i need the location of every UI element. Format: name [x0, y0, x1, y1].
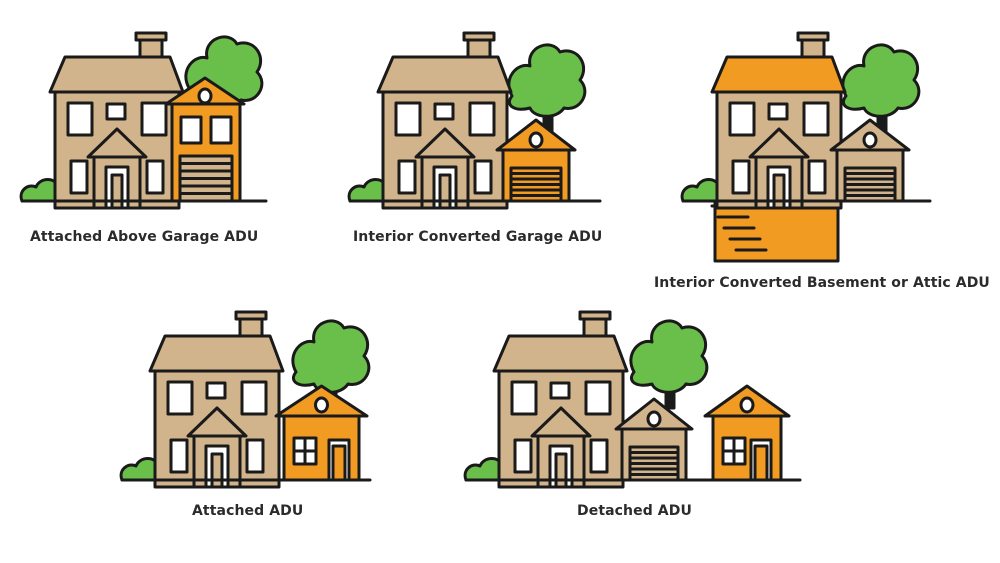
caption-attached-adu: Attached ADU	[192, 503, 304, 519]
front-door	[110, 173, 124, 210]
tree-icon	[507, 43, 587, 134]
window-upper-right	[140, 101, 168, 137]
main-roof	[376, 55, 513, 94]
tree-canopy	[507, 43, 587, 118]
garage	[614, 397, 694, 482]
window-lower-right	[145, 159, 165, 195]
main-house	[492, 310, 629, 489]
window-upper-right	[802, 101, 830, 137]
garage	[495, 118, 577, 203]
window-lower-right	[589, 438, 609, 474]
adu-round-window	[739, 396, 755, 414]
tree-canopy	[841, 43, 921, 118]
tree-canopy	[629, 319, 709, 394]
window-lower-right	[807, 159, 827, 195]
chimney-cap	[134, 31, 168, 42]
main-roof	[710, 55, 847, 94]
front-door	[210, 452, 224, 489]
window-upper-middle	[767, 102, 789, 121]
front-door	[554, 452, 568, 489]
window-upper-left	[510, 380, 538, 416]
chimney-cap	[462, 31, 496, 42]
window-upper-middle	[105, 102, 127, 121]
window-lower-right	[245, 438, 265, 474]
window-upper-middle	[433, 102, 455, 121]
window-upper-left	[66, 101, 94, 137]
tree-icon	[629, 319, 709, 410]
window-upper-middle	[205, 381, 227, 400]
garage-round-window	[528, 131, 544, 149]
above-garage-round-window	[197, 87, 213, 105]
above-garage-window-right	[209, 115, 233, 145]
window-lower-left	[169, 438, 189, 474]
chimney-cap	[796, 31, 830, 42]
above-garage-window-left	[179, 115, 203, 145]
window-upper-left	[394, 101, 422, 137]
chimney-cap	[234, 310, 268, 321]
adu-door	[753, 444, 769, 482]
above-garage-adu	[164, 76, 246, 203]
window-upper-right	[584, 380, 612, 416]
window-upper-left	[728, 101, 756, 137]
adu-round-window	[314, 396, 329, 414]
front-door	[772, 173, 786, 210]
main-roof	[492, 334, 629, 373]
garage-round-window	[862, 131, 878, 149]
garage-round-window	[646, 410, 662, 428]
window-lower-left	[513, 438, 533, 474]
window-lower-right	[473, 159, 493, 195]
garage	[829, 118, 911, 203]
window-upper-right	[468, 101, 496, 137]
tree-canopy	[291, 319, 371, 394]
caption-attached-above-garage: Attached Above Garage ADU	[30, 229, 259, 245]
window-upper-left	[166, 380, 194, 416]
tree-icon	[841, 43, 921, 134]
window-lower-left	[397, 159, 417, 195]
adu-cottage	[703, 384, 791, 482]
window-upper-right	[240, 380, 268, 416]
main-house	[148, 310, 285, 489]
main-roof	[148, 334, 285, 373]
front-door	[438, 173, 452, 210]
main-house	[48, 31, 185, 210]
caption-interior-converted-basement-attic: Interior Converted Basement or Attic ADU	[654, 275, 990, 291]
window-upper-middle	[549, 381, 571, 400]
caption-detached-adu: Detached ADU	[577, 503, 692, 519]
main-house	[376, 31, 513, 210]
chimney-cap	[578, 310, 612, 321]
window-lower-left	[731, 159, 751, 195]
window-lower-left	[69, 159, 89, 195]
caption-interior-converted-garage: Interior Converted Garage ADU	[353, 229, 603, 245]
